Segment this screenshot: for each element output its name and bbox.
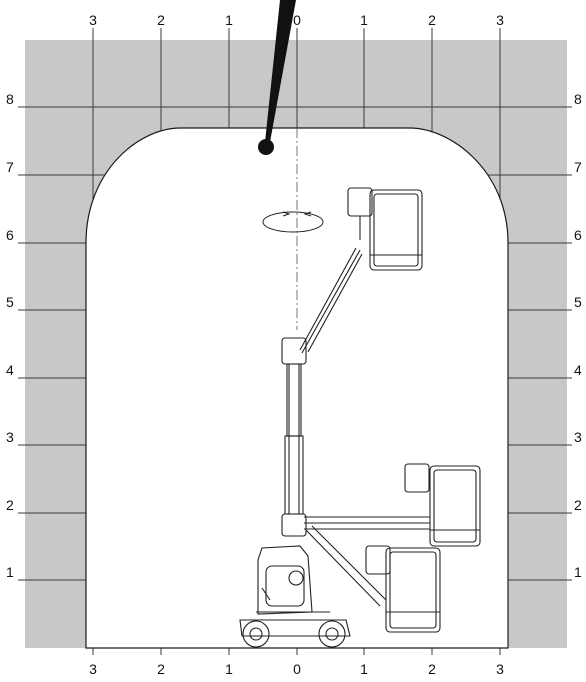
left-tick-label: 2 (6, 497, 14, 513)
left-tick-label: 5 (6, 294, 14, 310)
top-tick-label: 1 (360, 12, 368, 28)
bottom-tick-label: 2 (428, 661, 436, 677)
right-tick-label: 8 (574, 91, 582, 107)
right-tick-label: 3 (574, 429, 582, 445)
left-tick-label: 3 (6, 429, 14, 445)
top-tick-label: 1 (225, 12, 233, 28)
bottom-tick-label: 3 (496, 661, 504, 677)
pointer-needle-icon (258, 0, 296, 155)
right-tick-label: 5 (574, 294, 582, 310)
bottom-tick-label: 1 (360, 661, 368, 677)
bottom-tick-label: 2 (157, 661, 165, 677)
right-tick-label: 4 (574, 362, 582, 378)
top-tick-label: 3 (496, 12, 504, 28)
vertical-mast-lift-icon (239, 187, 481, 648)
working-envelope (85, 127, 509, 649)
right-tick-label: 2 (574, 497, 582, 513)
top-tick-label: 2 (157, 12, 165, 28)
bottom-axis-labels: 3 2 1 0 1 2 3 (89, 661, 504, 677)
bottom-tick-label: 3 (89, 661, 97, 677)
top-axis-labels: 3 2 1 0 1 2 3 (89, 12, 504, 28)
left-tick-label: 8 (6, 91, 14, 107)
rotation-arrows-icon (262, 211, 324, 233)
top-tick-label: 3 (89, 12, 97, 28)
top-tick-label: 0 (293, 12, 301, 28)
left-axis-labels: 8 7 6 5 4 3 2 1 (6, 91, 14, 580)
left-tick-label: 1 (6, 564, 14, 580)
left-tick-label: 7 (6, 159, 14, 175)
top-tick-label: 2 (428, 12, 436, 28)
right-tick-label: 7 (574, 159, 582, 175)
right-tick-label: 1 (574, 564, 582, 580)
right-axis-labels: 8 7 6 5 4 3 2 1 (574, 91, 582, 580)
left-tick-label: 4 (6, 362, 14, 378)
bottom-tick-label: 0 (293, 661, 301, 677)
bottom-tick-label: 1 (225, 661, 233, 677)
right-tick-label: 6 (574, 227, 582, 243)
left-tick-label: 6 (6, 227, 14, 243)
